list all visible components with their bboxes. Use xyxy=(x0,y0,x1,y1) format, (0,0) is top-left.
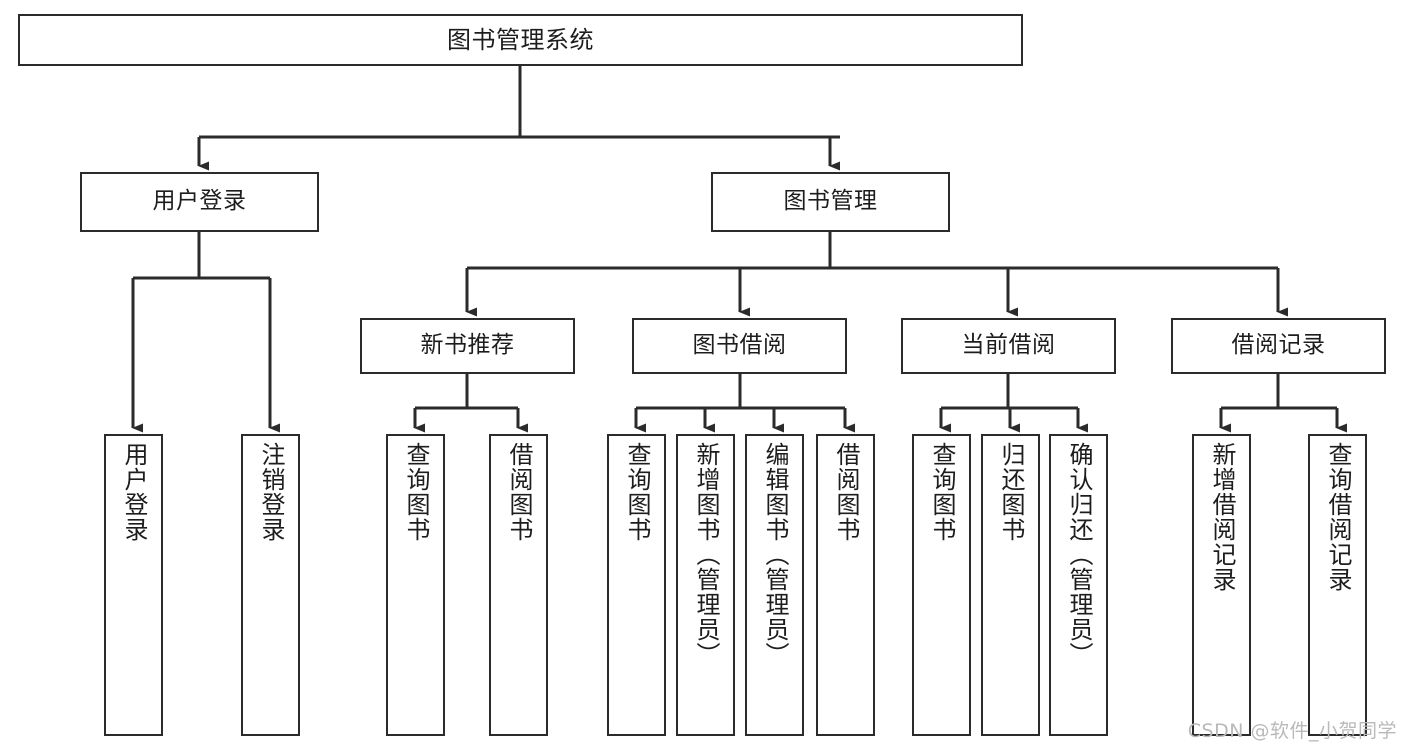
node-leaf-logout-login-label: 注销登录 xyxy=(256,442,285,542)
node-new-book-recommend[interactable]: 新书推荐 xyxy=(360,318,575,374)
node-book-manage-label: 图书管理 xyxy=(783,188,878,215)
csdn-watermark: CSDN @软件_小贺同学 xyxy=(1187,720,1397,742)
node-leaf-add-book-label: 新增图书（管理员） xyxy=(691,442,720,667)
node-new-book-recommend-label: 新书推荐 xyxy=(420,332,515,359)
node-borrow-record-label: 借阅记录 xyxy=(1231,332,1326,359)
node-leaf-borrow-book-2-label: 借阅图书 xyxy=(831,442,860,542)
node-current-borrow[interactable]: 当前借阅 xyxy=(901,318,1116,374)
node-leaf-return-book-label: 归还图书 xyxy=(996,442,1025,542)
node-leaf-query-book-2-label: 查询图书 xyxy=(622,442,651,542)
node-leaf-user-login[interactable]: 用户登录 xyxy=(104,434,163,736)
node-user-login[interactable]: 用户登录 xyxy=(80,172,319,232)
node-current-borrow-label: 当前借阅 xyxy=(961,332,1056,359)
node-user-login-label: 用户登录 xyxy=(152,188,247,215)
node-leaf-confirm-return[interactable]: 确认归还（管理员） xyxy=(1049,434,1108,736)
node-book-borrow[interactable]: 图书借阅 xyxy=(632,318,847,374)
node-root-label: 图书管理系统 xyxy=(447,25,594,54)
node-leaf-query-book-3-label: 查询图书 xyxy=(927,442,956,542)
node-leaf-query-book-2[interactable]: 查询图书 xyxy=(607,434,666,736)
node-leaf-borrow-book-1-label: 借阅图书 xyxy=(504,442,533,542)
node-leaf-borrow-book-2[interactable]: 借阅图书 xyxy=(816,434,875,736)
node-book-manage[interactable]: 图书管理 xyxy=(711,172,950,232)
node-borrow-record[interactable]: 借阅记录 xyxy=(1171,318,1386,374)
node-book-borrow-label: 图书借阅 xyxy=(692,332,787,359)
node-leaf-query-record-label: 查询借阅记录 xyxy=(1323,442,1352,592)
node-leaf-query-book-1[interactable]: 查询图书 xyxy=(386,434,445,736)
node-leaf-query-book-3[interactable]: 查询图书 xyxy=(912,434,971,736)
node-leaf-borrow-book-1[interactable]: 借阅图书 xyxy=(489,434,548,736)
node-leaf-confirm-return-label: 确认归还（管理员） xyxy=(1064,442,1093,667)
node-leaf-edit-book[interactable]: 编辑图书（管理员） xyxy=(745,434,804,736)
node-leaf-query-book-1-label: 查询图书 xyxy=(401,442,430,542)
node-leaf-logout-login[interactable]: 注销登录 xyxy=(241,434,300,736)
node-leaf-add-book[interactable]: 新增图书（管理员） xyxy=(676,434,735,736)
node-leaf-add-record-label: 新增借阅记录 xyxy=(1207,442,1236,592)
node-leaf-add-record[interactable]: 新增借阅记录 xyxy=(1192,434,1251,736)
node-leaf-return-book[interactable]: 归还图书 xyxy=(981,434,1040,736)
node-leaf-query-record[interactable]: 查询借阅记录 xyxy=(1308,434,1367,736)
node-leaf-edit-book-label: 编辑图书（管理员） xyxy=(760,442,789,667)
node-leaf-user-login-label: 用户登录 xyxy=(119,442,148,542)
node-root[interactable]: 图书管理系统 xyxy=(18,14,1023,66)
